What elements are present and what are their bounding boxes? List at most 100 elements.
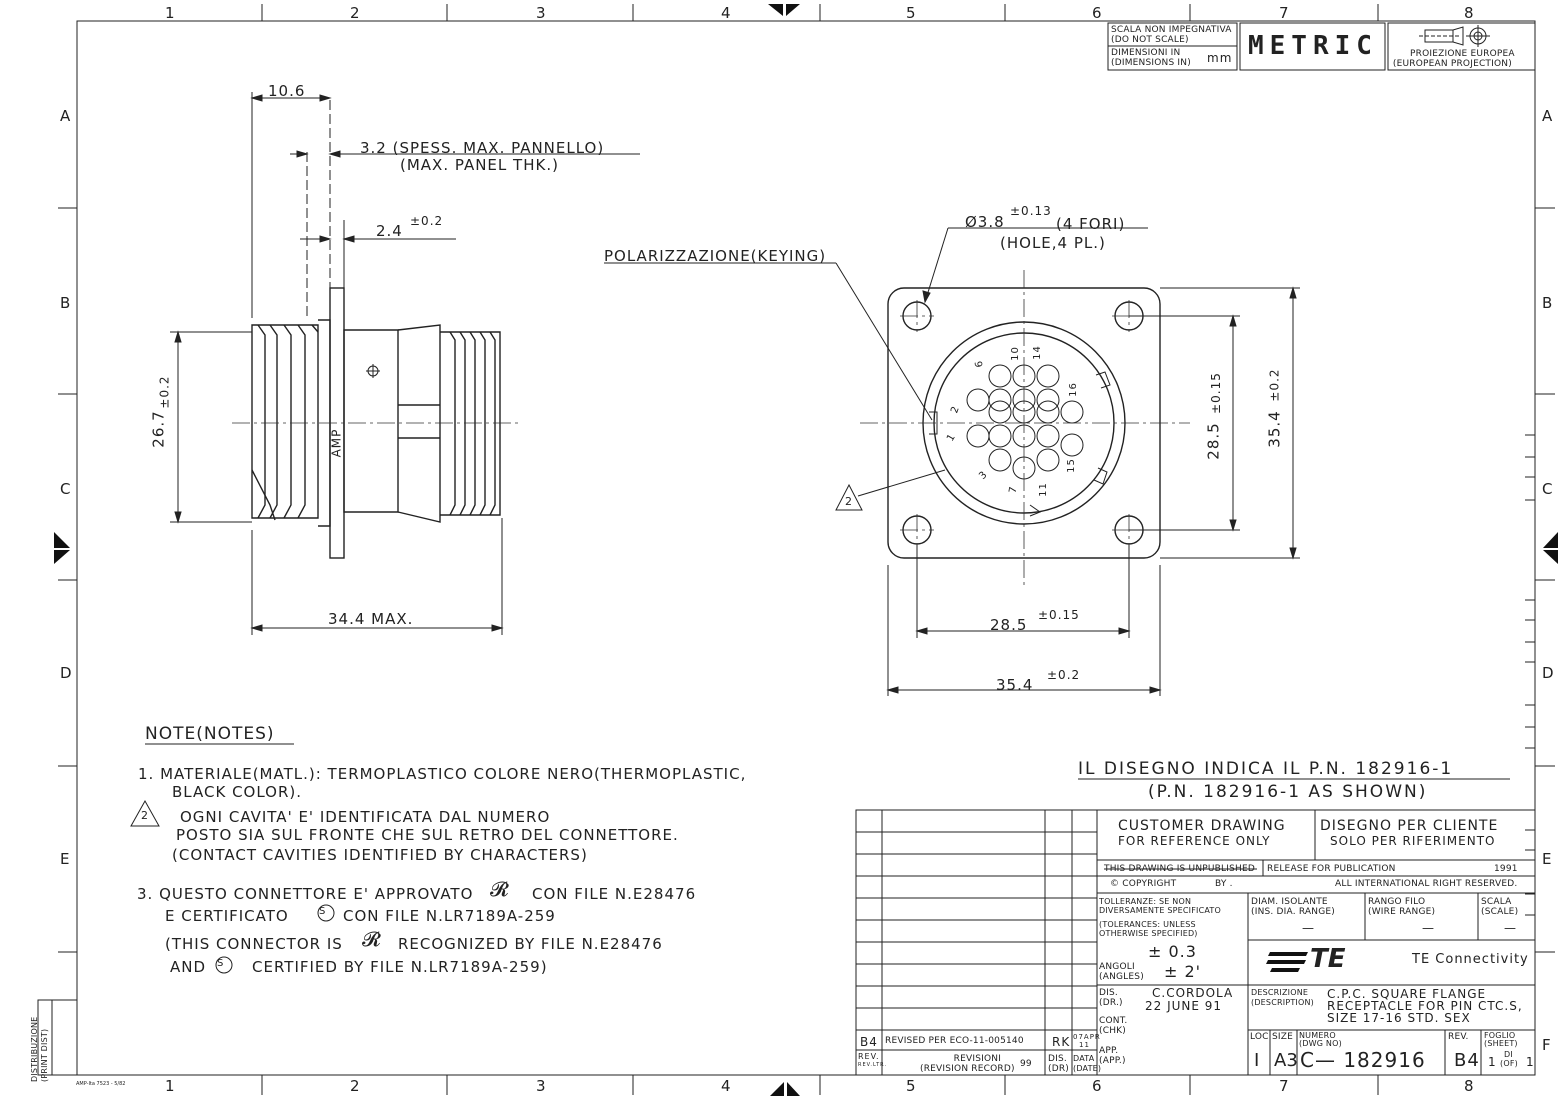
col-label-5-bottom: 5 — [906, 1077, 917, 1095]
scale-note-en: (DO NOT SCALE) — [1111, 35, 1189, 45]
distribution-label-en: (PRINT DIST) — [40, 1028, 49, 1082]
size-label: SIZE — [1272, 1032, 1294, 1042]
note-3-line-4: AND — [170, 958, 207, 976]
drawing-number: C— 182916 — [1300, 1048, 1426, 1072]
dwg-no-label-en: (DWG NO) — [1299, 1039, 1342, 1048]
sheet-of-it: DI — [1504, 1050, 1513, 1059]
angles-label-it: ANGOLI — [1099, 962, 1135, 972]
col-label-4-bottom: 4 — [721, 1077, 732, 1095]
col-label-6: 6 — [1092, 4, 1103, 22]
angles-label-en: (ANGLES) — [1099, 972, 1144, 982]
copyright-label: © COPYRIGHT — [1110, 879, 1177, 889]
approval-label: APP. (APP.) — [1099, 1046, 1126, 1066]
solo-riferimento: SOLO PER RIFERIMENTO — [1330, 834, 1496, 848]
description-line-3: SIZE 17-16 STD. SEX — [1327, 1011, 1471, 1025]
dim-height: 26.7 — [149, 410, 168, 448]
angles-value: ± 2' — [1164, 962, 1202, 981]
dim-length: 34.4 MAX. — [328, 610, 414, 628]
wire-range-en: (WIRE RANGE) — [1368, 907, 1436, 917]
copyright-by: BY . — [1215, 879, 1233, 889]
col-label-1: 1 — [165, 4, 176, 22]
brand-mark: AMP — [329, 428, 344, 458]
distribution-label: DISTRIBUZIONE (PRINT DIST) — [30, 1012, 50, 1082]
rev-header-revisioni-it: REVISIONI — [953, 1054, 1002, 1064]
col-label-4: 4 — [721, 4, 732, 22]
scale-value: — — [1504, 921, 1517, 935]
distribution-label-it: DISTRIBUZIONE — [30, 1016, 39, 1082]
release-year: 1991 — [1494, 864, 1518, 874]
col-label-3: 3 — [536, 4, 547, 22]
rev-label: REV. — [1448, 1032, 1469, 1042]
tolerance-label-3: (TOLERANCES: UNLESS — [1099, 920, 1196, 929]
cavity-16: 16 — [1067, 382, 1079, 397]
dim-flange-tol: ±0.2 — [410, 214, 444, 228]
csa-mark-icon: S — [319, 906, 327, 917]
release-note: RELEASE FOR PUBLICATION — [1267, 864, 1396, 874]
ur-mark-icon: 𝓡 — [490, 877, 510, 901]
tolerance-label-1: TOLLERANZE: SE NON — [1099, 897, 1192, 906]
rev-header-revisioni: REVISIONI (REVISION RECORD) — [920, 1054, 1015, 1074]
col-label-3-bottom: 3 — [536, 1077, 547, 1095]
note-2-line-1: OGNI CAVITA' E' IDENTIFICATA DAL NUMERO — [180, 808, 551, 826]
col-label-2-bottom: 2 — [350, 1077, 361, 1095]
angles-label: ANGOLI (ANGLES) — [1099, 962, 1144, 982]
size-value: A3 — [1274, 1050, 1298, 1071]
unpublished-note: THIS DRAWING IS UNPUBLISHED — [1104, 864, 1255, 874]
ins-dia-it: DIAM. ISOLANTE — [1251, 897, 1328, 907]
rev-row-date: 07APR 11 — [1073, 1033, 1101, 1049]
dim-v2-tol: ±0.2 — [1267, 368, 1282, 402]
ur-mark-icon-2: 𝓡 — [362, 927, 382, 951]
row-label-d-right: D — [1542, 664, 1555, 682]
sheet-label-en: (SHEET) — [1484, 1039, 1518, 1048]
hole-tol: ±0.13 — [1010, 204, 1052, 218]
drawn-date: 22 JUNE 91 — [1145, 999, 1223, 1013]
rev-header-dis: DIS. (DR) — [1048, 1054, 1069, 1074]
row-label-a: A — [60, 107, 72, 125]
rev-header-date: DATA (DATE) — [1073, 1054, 1101, 1074]
metric-label: METRIC — [1248, 31, 1378, 61]
hole-note-it: (4 FORI) — [1056, 215, 1126, 233]
row-label-f-right: F — [1542, 1036, 1552, 1054]
scale-label-en: (SCALE) — [1481, 907, 1519, 917]
dim-h2: 35.4 — [996, 676, 1034, 694]
revision-value: B4 — [1454, 1050, 1480, 1071]
hole-dim: Ø3.8 — [965, 213, 1005, 231]
note-1-line-1: 1. MATERIALE(MATL.): TERMOPLASTICO COLOR… — [138, 765, 747, 783]
note-3-line-1b: CON FILE N.E28476 — [532, 885, 697, 903]
panel-thickness-en: (MAX. PANEL THK.) — [400, 156, 559, 174]
check-label: CONT. (CHK) — [1099, 1016, 1127, 1036]
row-label-a-right: A — [1542, 107, 1554, 125]
form-number: AMP-Ita 7523 - 5/82 — [76, 1081, 126, 1087]
dimensions-label-en: (DIMENSIONS IN) — [1111, 58, 1191, 68]
ins-dia-label: DIAM. ISOLANTE (INS. DIA. RANGE) — [1251, 897, 1335, 917]
note-3-line-3: (THIS CONNECTOR IS — [165, 935, 343, 953]
wire-range-it: RANGO FILO — [1368, 897, 1426, 907]
loc-label: LOC. — [1250, 1032, 1272, 1042]
row-label-b-right: B — [1542, 294, 1554, 312]
panel-thickness-it: 3.2 (SPESS. MAX. PANNELLO) — [360, 139, 605, 157]
rev-header-rev: REV. REV.LTR. — [858, 1053, 887, 1069]
panel-thickness-note: 3.2 (SPESS. MAX. PANNELLO) (MAX. PANEL T… — [360, 140, 604, 174]
rev-row-date-1: 07APR — [1073, 1033, 1101, 1041]
col-label-8-bottom: 8 — [1464, 1077, 1475, 1095]
loc-value: I — [1254, 1050, 1261, 1071]
cavity-10: 10 — [1009, 346, 1021, 361]
wire-range-value: — — [1422, 921, 1435, 935]
customer-drawing: CUSTOMER DRAWING — [1118, 818, 1286, 834]
rev-header-rev-2: REV.LTR. — [858, 1062, 888, 1068]
drawn-by: C.CORDOLA — [1152, 986, 1234, 1000]
notes-title: NOTE(NOTES) — [145, 724, 275, 744]
scale-label: SCALA (SCALE) — [1481, 897, 1518, 917]
col-label-2: 2 — [350, 4, 361, 22]
part-number-note: IL DISEGNO INDICA IL P.N. 182916-1 — [1078, 759, 1454, 779]
dimensions-unit: mm — [1207, 51, 1233, 65]
sheet-total: 1 — [1526, 1055, 1535, 1069]
dwg-no-label-it: NUMERO — [1299, 1031, 1336, 1040]
dimensions-label-it: DIMENSIONI IN — [1111, 48, 1181, 58]
row-label-d: D — [60, 664, 73, 682]
sheet-label: FOGLIO (SHEET) — [1484, 1032, 1518, 1048]
description-label: DESCRIZIONE (DESCRIPTION) — [1251, 988, 1314, 1008]
projection-label: PROIEZIONE EUROPEA (EUROPEAN PROJECTION) — [1393, 49, 1515, 69]
cavity-11: 11 — [1037, 482, 1049, 497]
company-name: TE Connectivity — [1412, 952, 1529, 967]
